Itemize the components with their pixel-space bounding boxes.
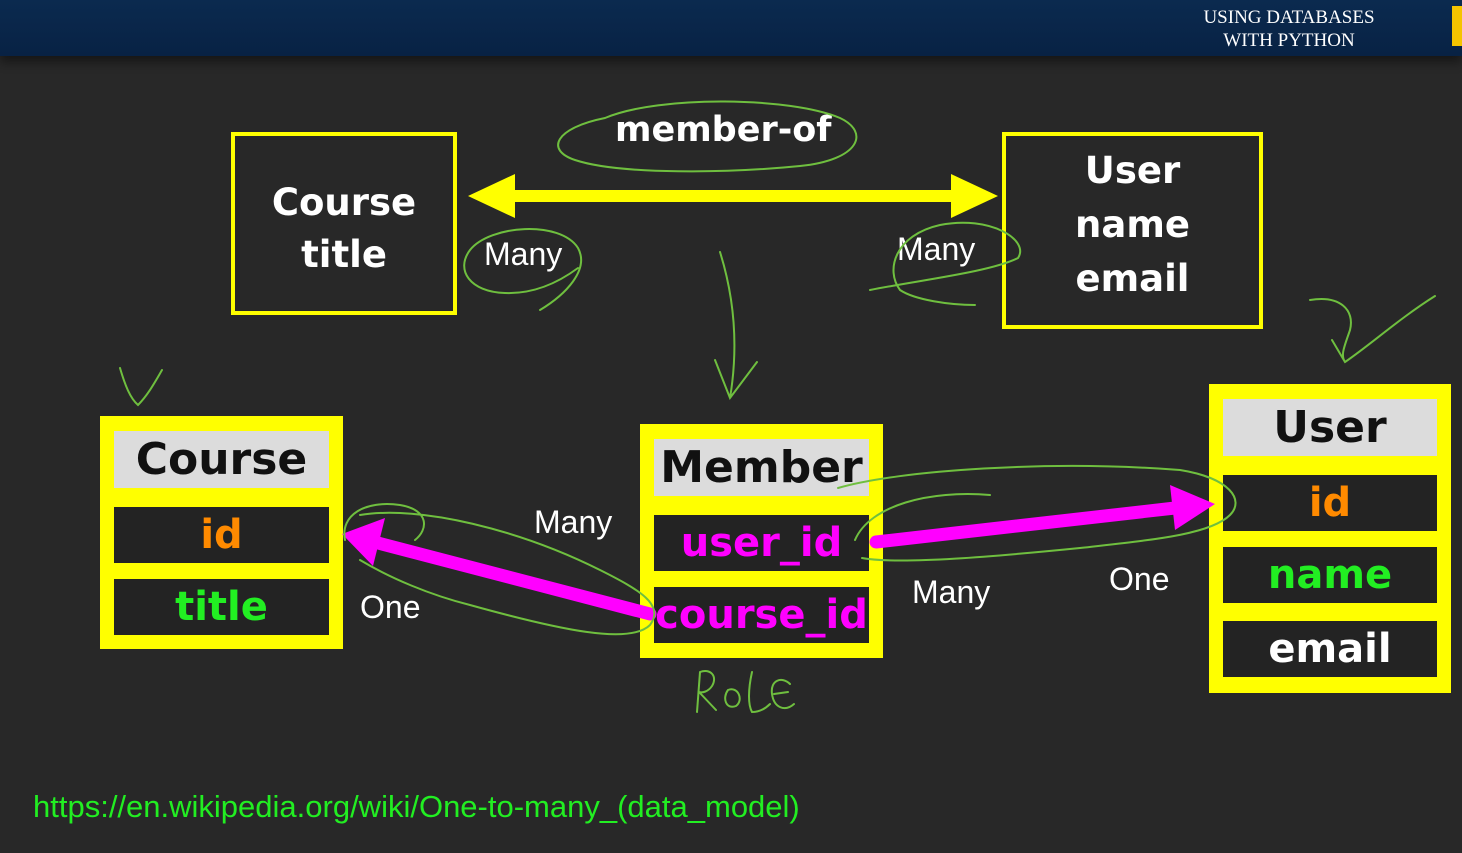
conceptual-course-entity: Course title bbox=[231, 132, 457, 315]
left-many-circle bbox=[463, 228, 583, 311]
course-table-header: Course bbox=[114, 431, 329, 488]
handwritten-annotations bbox=[119, 100, 1436, 714]
reference-link[interactable]: https://en.wikipedia.org/wiki/One-to-man… bbox=[33, 789, 800, 824]
user-field-id: id bbox=[1223, 475, 1437, 531]
conceptual-user-name: User bbox=[1084, 149, 1181, 192]
member-user-many-label: Many bbox=[912, 574, 991, 610]
right-many-circle bbox=[869, 221, 1022, 306]
course-one-label: One bbox=[360, 589, 421, 625]
user-id-foreign-key-arrow bbox=[869, 485, 1215, 549]
top-banner: USING DATABASES WITH PYTHON bbox=[0, 0, 1462, 56]
course-check-mark bbox=[119, 367, 163, 407]
member-field-user-id: user_id bbox=[654, 515, 869, 571]
conceptual-user-entity: User name email bbox=[1002, 132, 1263, 329]
course-title-line2: WITH PYTHON bbox=[1223, 30, 1355, 51]
many-to-many-arrow bbox=[468, 174, 998, 218]
course-table: Course id title bbox=[100, 416, 343, 649]
conceptual-course-attr: title bbox=[301, 233, 387, 276]
course-title-line1: USING DATABASES bbox=[1203, 7, 1375, 28]
user-field-name: name bbox=[1223, 547, 1437, 603]
course-id-foreign-key-arrow bbox=[342, 518, 657, 621]
conceptual-left-many: Many bbox=[484, 236, 563, 272]
member-table: Member user_id course_id bbox=[640, 424, 883, 658]
course-field-title: title bbox=[114, 579, 329, 635]
user-table-header: User bbox=[1223, 399, 1437, 456]
user-table: User id name email bbox=[1209, 384, 1451, 693]
user-check-mark bbox=[1309, 295, 1436, 364]
conceptual-user-attr-email: email bbox=[1075, 257, 1190, 300]
conceptual-user-attr-name: name bbox=[1075, 203, 1190, 246]
course-field-id: id bbox=[114, 507, 329, 563]
role-annotation bbox=[696, 670, 795, 714]
conceptual-right-many: Many bbox=[897, 231, 976, 267]
course-id-loop bbox=[343, 503, 656, 636]
member-field-course-id: course_id bbox=[654, 587, 869, 643]
user-id-loop bbox=[837, 465, 1237, 562]
member-course-many-label: Many bbox=[534, 504, 613, 540]
user-one-label: One bbox=[1109, 561, 1170, 597]
member-table-header: Member bbox=[654, 439, 869, 496]
course-title: USING DATABASES WITH PYTHON bbox=[1174, 6, 1404, 52]
down-arrow-scribble bbox=[714, 251, 758, 401]
user-field-email: email bbox=[1223, 621, 1437, 677]
relationship-circle bbox=[557, 100, 858, 173]
relationship-label: member-of bbox=[615, 110, 832, 150]
conceptual-course-name: Course bbox=[271, 181, 417, 224]
university-logo bbox=[1452, 6, 1462, 46]
